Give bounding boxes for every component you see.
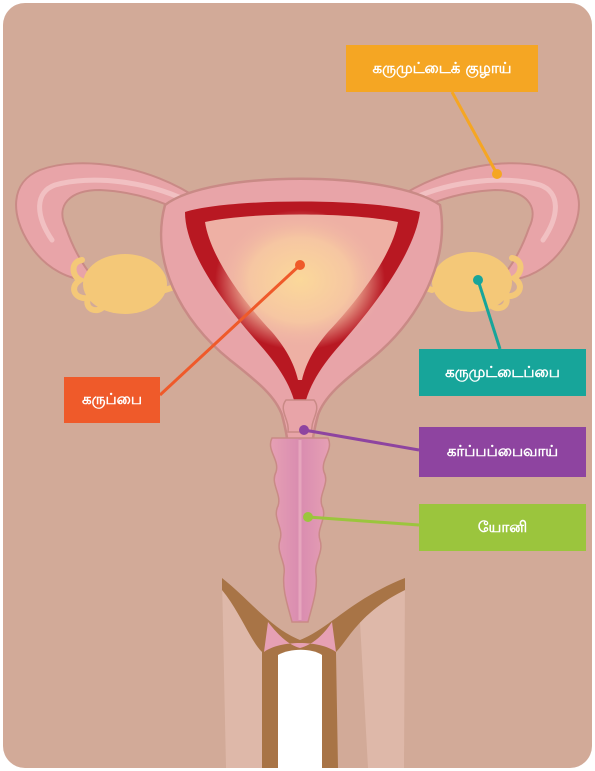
fallopian-leader-dot (492, 169, 502, 179)
ovary-left (83, 254, 167, 314)
vaginal-opening (278, 650, 322, 768)
cervix-label: கர்ப்பப்பைவாய் (419, 427, 586, 477)
ovary-right (432, 252, 512, 312)
ovary-label: கருமுட்டைப்பை (419, 349, 586, 396)
uterine-glow (215, 210, 385, 350)
uterus-label: கருப்பை (64, 377, 160, 423)
uterus-leader-dot (295, 260, 305, 270)
fallopian-tube-label: கருமுட்டைக் குழாய் (346, 45, 538, 92)
vagina-leader-dot (303, 512, 313, 522)
vagina-label: யோனி (419, 504, 586, 551)
ovary-leader-dot (473, 275, 483, 285)
cervix-leader-dot (299, 425, 309, 435)
